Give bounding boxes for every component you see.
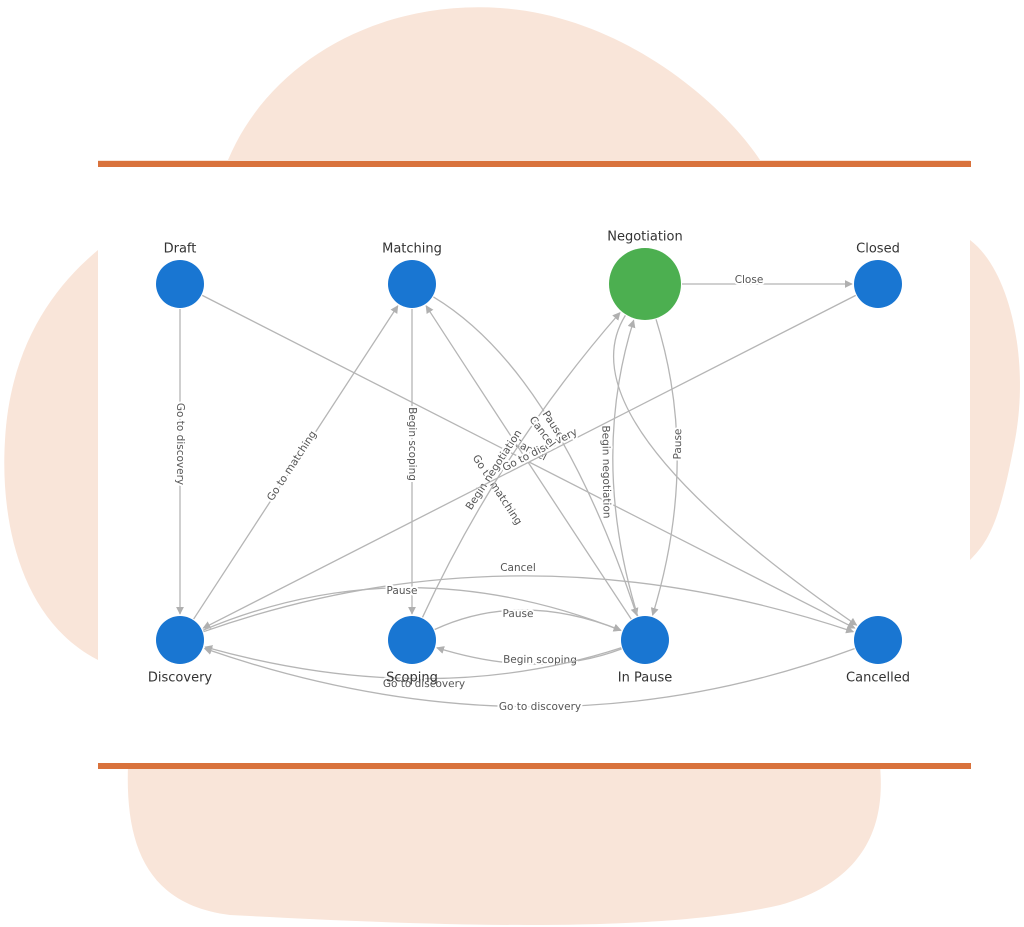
edge-label: Cancel [500, 562, 536, 574]
edge-label: Go to discovery [174, 403, 186, 485]
edge-line [434, 609, 622, 632]
node-draft[interactable]: Draft [156, 242, 204, 309]
node-in-pause[interactable]: In Pause [618, 616, 672, 686]
node-scoping[interactable]: Scoping [386, 616, 438, 686]
edge-line [193, 305, 399, 620]
node-matching[interactable]: Matching [382, 242, 442, 309]
node-closed[interactable]: Closed [854, 242, 902, 309]
edge-line [202, 587, 622, 632]
edge-draft-discovery[interactable]: Go to discovery [172, 309, 188, 615]
edge-line [204, 645, 622, 680]
node-circle [854, 260, 902, 308]
edge-matching-scoping[interactable]: Begin scoping [404, 309, 420, 615]
node-circle [156, 616, 204, 664]
node-circle [854, 616, 902, 664]
edge-line [436, 646, 622, 665]
node-label: Cancelled [846, 671, 910, 686]
edge-line [203, 575, 855, 634]
edge-label: Pause [503, 608, 534, 620]
node-circle [388, 616, 436, 664]
node-label: In Pause [618, 671, 672, 686]
edge-line [202, 294, 857, 629]
edge-label: Go to discovery [499, 701, 581, 713]
node-cancelled[interactable]: Cancelled [846, 616, 910, 686]
node-circle [388, 260, 436, 308]
node-label: Matching [382, 242, 442, 257]
node-label: Draft [164, 242, 197, 257]
edge-label: Pause [672, 428, 684, 459]
edge-pause-negotiation[interactable]: Begin negotiation [597, 319, 639, 617]
node-label: Closed [856, 242, 900, 257]
node-label: Scoping [386, 671, 438, 686]
node-circle [156, 260, 204, 308]
edge-negotiation-pause[interactable]: Pause [650, 319, 686, 616]
edge-label: Close [735, 274, 764, 286]
edge-label: Begin scoping [406, 407, 418, 481]
edge-negotiation-closed[interactable]: Close [682, 272, 853, 288]
edge-label: Go to discovery [383, 678, 465, 690]
edge-line [425, 305, 632, 620]
edge-line [421, 312, 621, 618]
edge-pause-scoping[interactable]: Begin scoping [436, 646, 622, 668]
node-label: Discovery [148, 671, 213, 686]
edge-line [650, 319, 678, 616]
node-negotiation[interactable]: Negotiation [607, 230, 683, 321]
top-rule [98, 161, 971, 167]
edge-line [433, 296, 639, 617]
node-label: Negotiation [607, 230, 683, 245]
node-discovery[interactable]: Discovery [148, 616, 213, 686]
edge-label: Begin negotiation [599, 425, 612, 518]
edge-label: Begin scoping [503, 654, 577, 667]
edge-line [612, 319, 639, 617]
edge-cancelled-discovery[interactable]: Go to discovery [203, 647, 855, 715]
edge-pause-discovery[interactable]: Go to discovery [204, 645, 622, 692]
edge-discovery-cancelled[interactable]: Cancel [203, 560, 855, 634]
edge-label: Pause [387, 585, 418, 597]
edge-scoping-pause[interactable]: Pause [434, 606, 622, 632]
node-circle [609, 248, 681, 320]
node-circle [621, 616, 669, 664]
edge-line [612, 315, 858, 626]
bottom-rule [98, 763, 971, 769]
edge-discovery-pause[interactable]: Pause [202, 583, 622, 632]
edge-line [203, 647, 855, 708]
